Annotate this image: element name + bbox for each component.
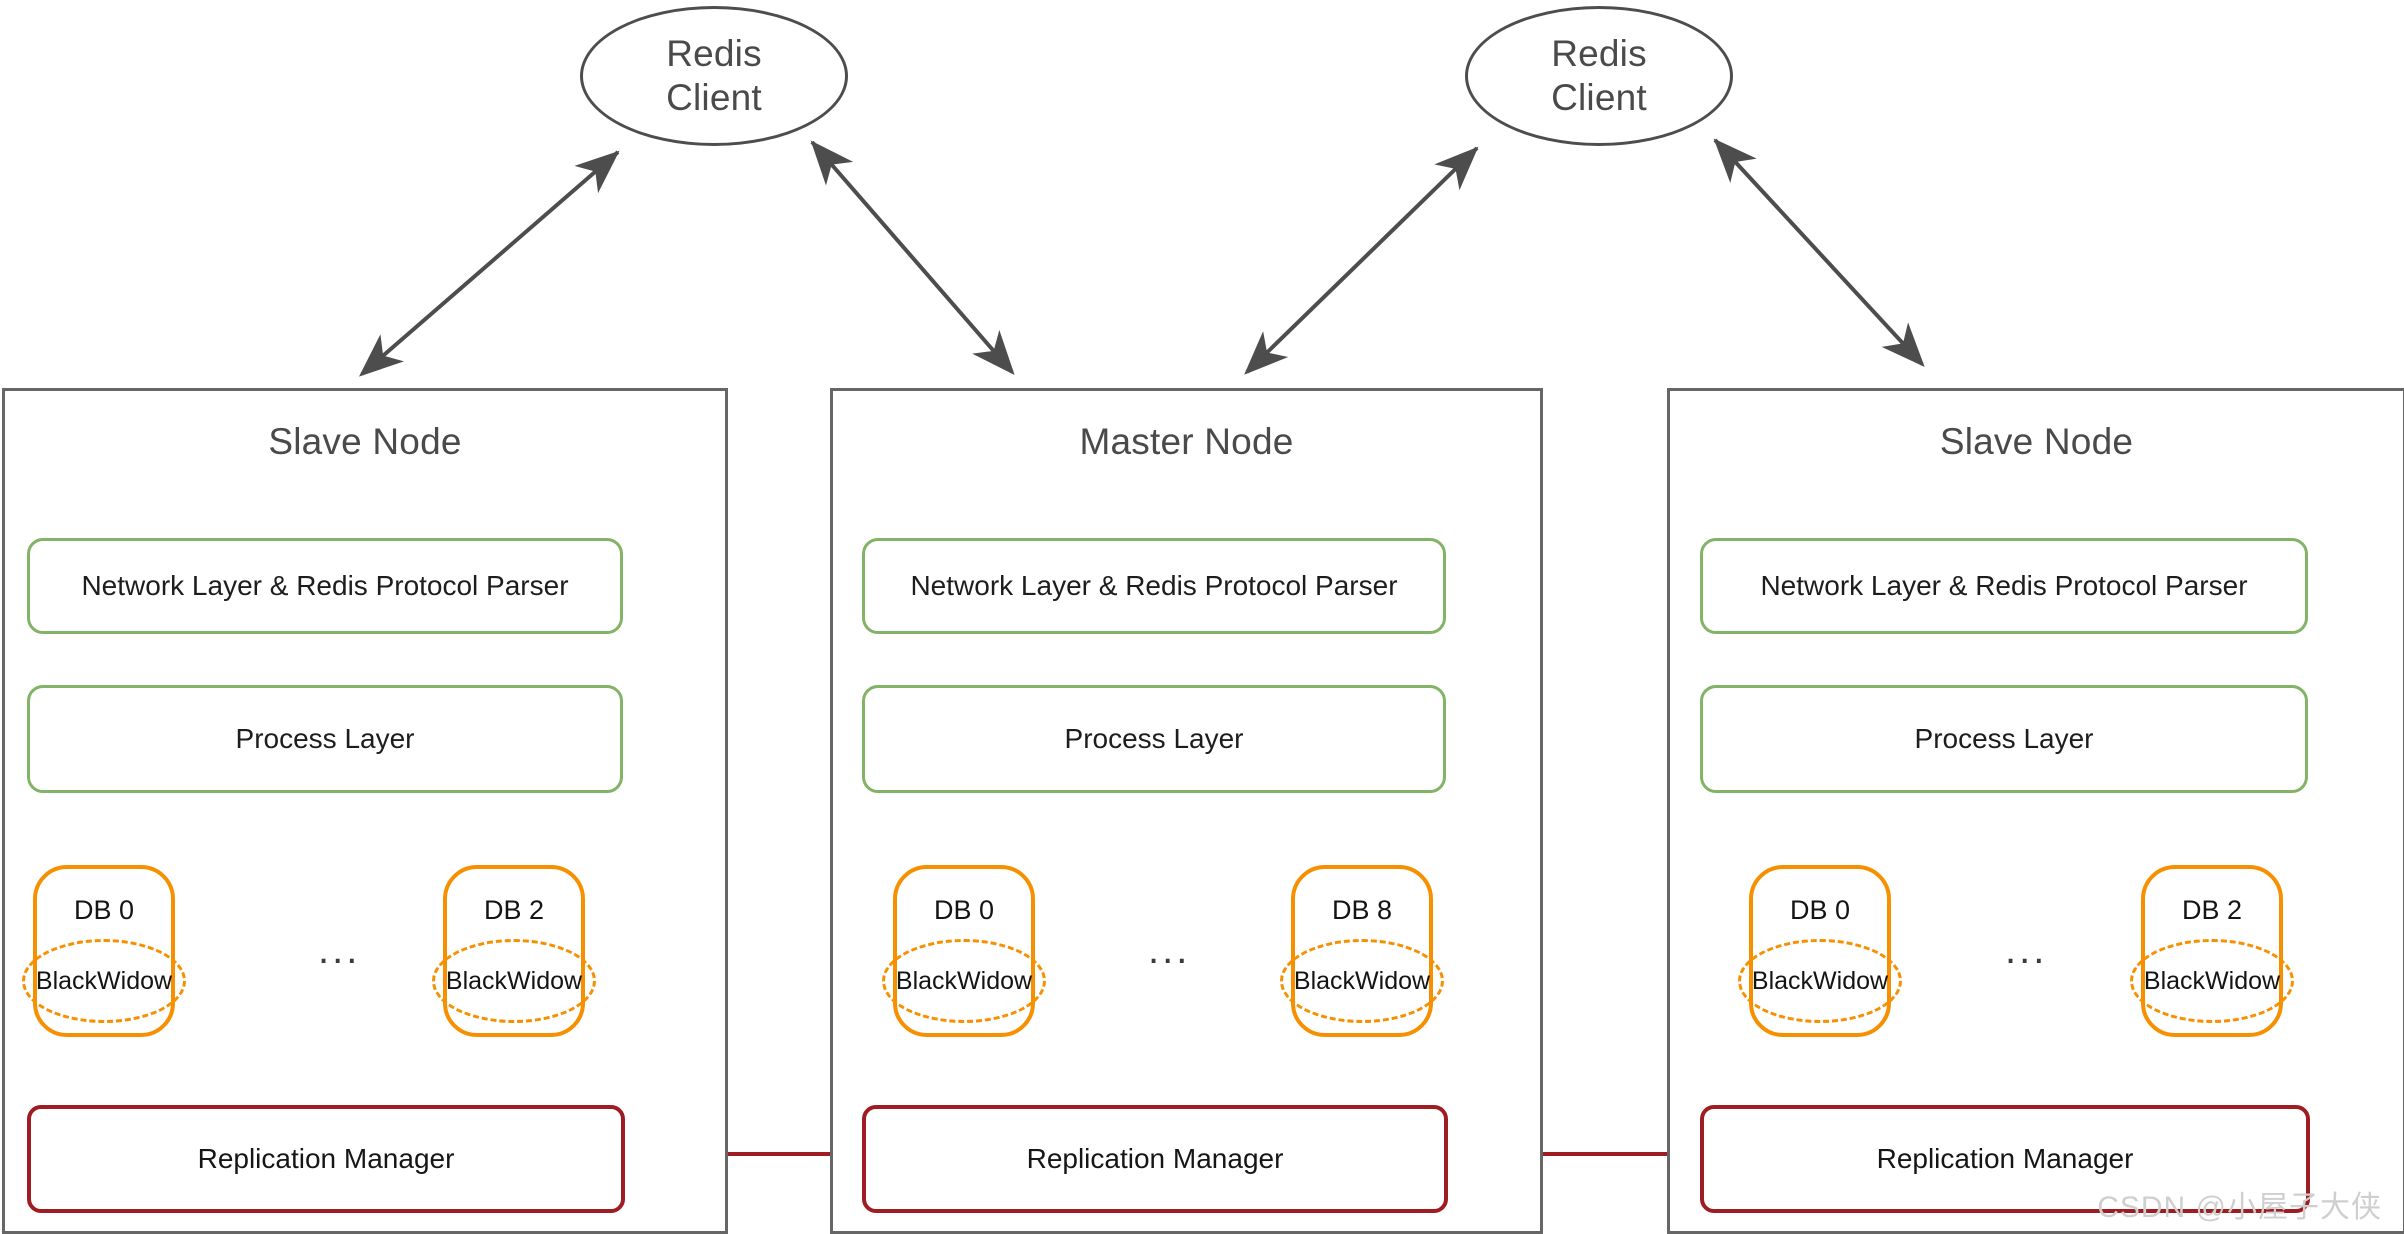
blackwidow-label: BlackWidow: [2143, 966, 2281, 995]
redis-client-right[interactable]: Redis Client: [1465, 6, 1733, 146]
process-layer-label: Process Layer: [1064, 723, 1244, 754]
network-layer-box-slave-right[interactable]: Network Layer & Redis Protocol Parser: [1700, 538, 2308, 634]
client-label-line1: Redis: [666, 33, 762, 75]
node-title: Slave Node: [268, 421, 462, 462]
replication-manager-label: Replication Manager: [197, 1143, 455, 1174]
db-name-label: DB 8: [1331, 895, 1393, 925]
db-name-label: DB 2: [2181, 895, 2243, 925]
network-layer-label: Network Layer & Redis Protocol Parser: [910, 570, 1398, 601]
node-panel-master[interactable]: Master Node: [830, 388, 1543, 1234]
process-layer-box-master[interactable]: Process Layer: [862, 685, 1446, 793]
replication-manager-label: Replication Manager: [1026, 1143, 1284, 1174]
blackwidow-engine-ellipse: BlackWidow: [882, 939, 1046, 1023]
replication-manager-slave-left[interactable]: Replication Manager: [27, 1105, 625, 1213]
process-layer-label: Process Layer: [1914, 723, 2094, 754]
db-box-master-1[interactable]: DB 8 BlackWidow: [1280, 865, 1444, 1037]
db-name-label: DB 0: [1789, 895, 1851, 925]
db-name-label: DB 0: [933, 895, 995, 925]
blackwidow-label: BlackWidow: [445, 966, 583, 995]
watermark: CSDN @小屋子大侠: [2097, 1191, 2382, 1224]
db-box-slave-right-1[interactable]: DB 2 BlackWidow: [2130, 865, 2294, 1037]
blackwidow-label: BlackWidow: [1751, 966, 1889, 995]
client-label-line1: Redis: [1551, 33, 1647, 75]
db-name-label: DB 2: [483, 895, 545, 925]
blackwidow-label: BlackWidow: [35, 966, 173, 995]
blackwidow-engine-ellipse: BlackWidow: [432, 939, 596, 1023]
db-box-slave-right-0[interactable]: DB 0 BlackWidow: [1738, 865, 1902, 1037]
replication-manager-slave-right[interactable]: Replication Manager: [1700, 1105, 2310, 1213]
blackwidow-label: BlackWidow: [895, 966, 1033, 995]
network-layer-box-master[interactable]: Network Layer & Redis Protocol Parser: [862, 538, 1446, 634]
redis-client-left[interactable]: Redis Client: [580, 6, 848, 146]
blackwidow-engine-ellipse: BlackWidow: [2130, 939, 2294, 1023]
db-name-label: DB 0: [73, 895, 135, 925]
process-layer-label: Process Layer: [235, 723, 415, 754]
db-box-master-0[interactable]: DB 0 BlackWidow: [882, 865, 1046, 1037]
db-ellipsis-master: ...: [1148, 928, 1191, 972]
blackwidow-engine-ellipse: BlackWidow: [1738, 939, 1902, 1023]
network-layer-label: Network Layer & Redis Protocol Parser: [81, 570, 569, 601]
blackwidow-label: BlackWidow: [1293, 966, 1431, 995]
blackwidow-engine-ellipse: BlackWidow: [1280, 939, 1444, 1023]
blackwidow-engine-ellipse: BlackWidow: [22, 939, 186, 1023]
db-box-slave-left-0[interactable]: DB 0 BlackWidow: [22, 865, 186, 1037]
replication-manager-master[interactable]: Replication Manager: [862, 1105, 1448, 1213]
node-title: Master Node: [1079, 421, 1294, 462]
network-layer-label: Network Layer & Redis Protocol Parser: [1760, 570, 2248, 601]
client-label-line2: Client: [1551, 77, 1647, 118]
process-layer-box-slave-left[interactable]: Process Layer: [27, 685, 623, 793]
node-panel-slave-left[interactable]: Slave Node: [2, 388, 728, 1234]
replication-manager-label: Replication Manager: [1876, 1143, 2134, 1174]
process-layer-box-slave-right[interactable]: Process Layer: [1700, 685, 2308, 793]
db-ellipsis-slave-left: ...: [318, 928, 361, 972]
db-ellipsis-slave-right: ...: [2005, 928, 2048, 972]
db-box-slave-left-1[interactable]: DB 2 BlackWidow: [432, 865, 596, 1037]
network-layer-box-slave-left[interactable]: Network Layer & Redis Protocol Parser: [27, 538, 623, 634]
client-label-line2: Client: [666, 77, 762, 118]
node-title: Slave Node: [1939, 421, 2134, 462]
